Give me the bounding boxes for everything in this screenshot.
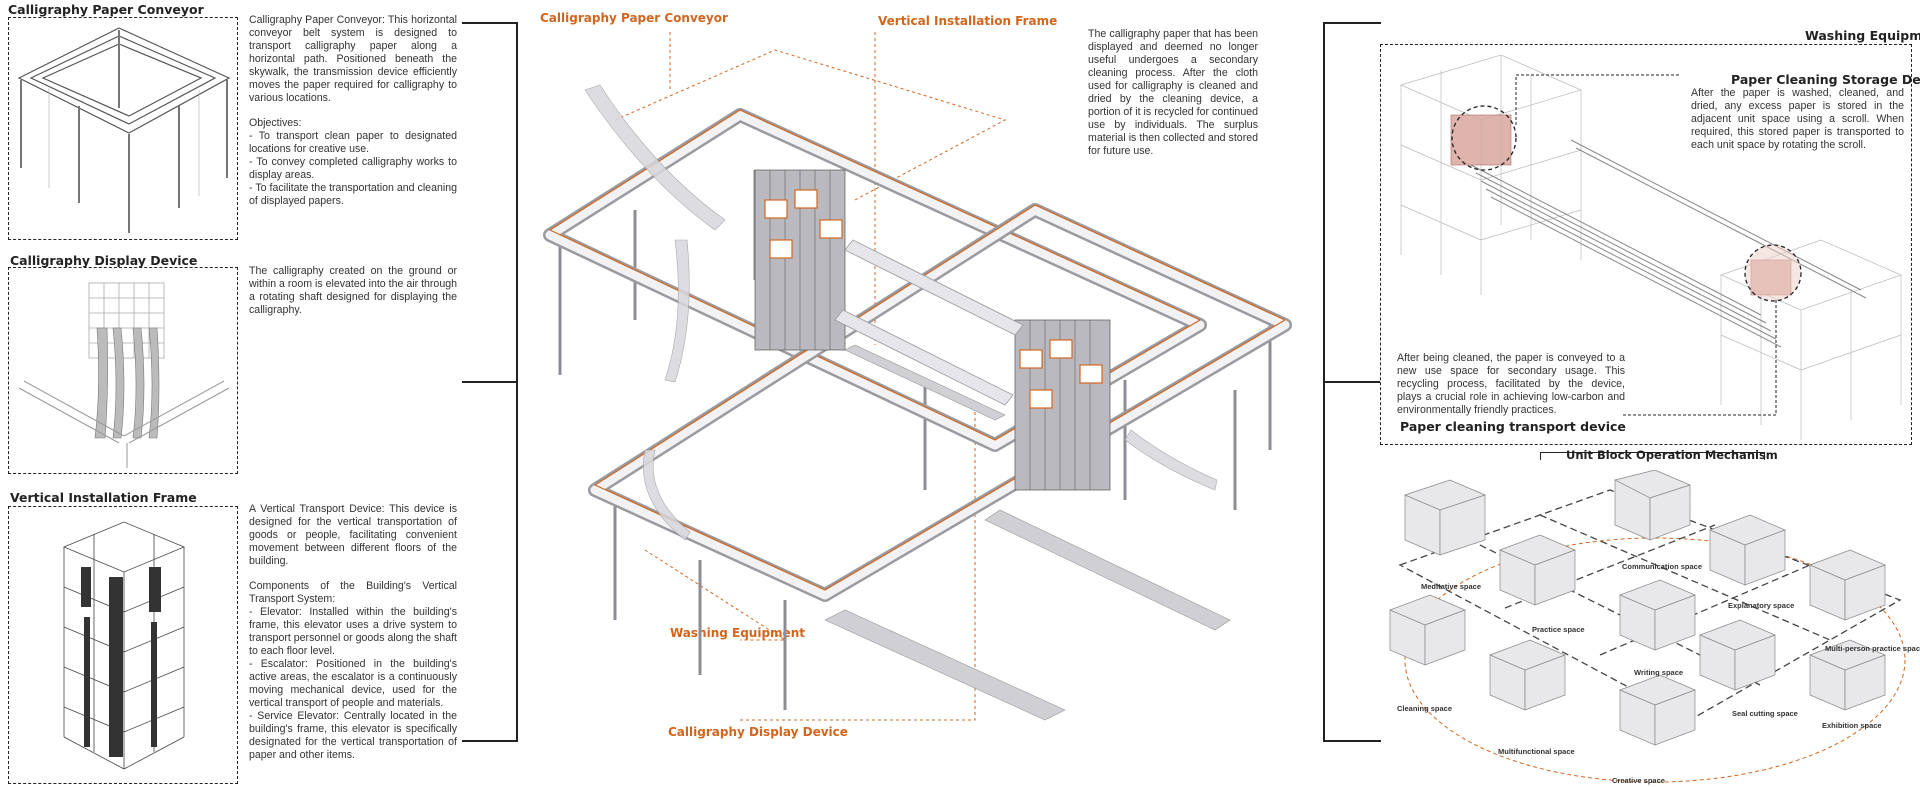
frame-title: Vertical Installation Frame <box>10 490 197 505</box>
display-title: Calligraphy Display Device <box>10 253 198 268</box>
space-label-creative: Creative space <box>1612 776 1665 785</box>
conveyor-text: Calligraphy Paper Conveyor: This horizon… <box>249 14 457 208</box>
display-illustration <box>18 282 230 468</box>
label-display: Calligraphy Display Device <box>668 725 848 739</box>
space-label-meditative: Meditative space <box>1421 582 1482 591</box>
display-description: The calligraphy created on the ground or… <box>249 265 457 316</box>
objective-item: - To convey completed calligraphy works … <box>249 156 457 181</box>
display-image-box <box>8 267 238 474</box>
washing-title: Washing Equipment <box>1805 28 1920 43</box>
unit-block-diagram <box>1380 470 1915 785</box>
objectives-heading: Objectives: <box>249 117 302 129</box>
space-label-practice: Practice space <box>1532 625 1585 634</box>
transport-text: After being cleaned, the paper is convey… <box>1397 352 1625 416</box>
unit-block-arrow-bar <box>1540 452 1765 460</box>
component-item: - Elevator: Installed within the buildin… <box>249 606 457 657</box>
frame-description: A Vertical Transport Device: This device… <box>249 503 457 567</box>
space-label-multi-person: Multi-person practice space <box>1825 644 1920 653</box>
conveyor-description: Calligraphy Paper Conveyor: This horizon… <box>249 14 457 104</box>
unit-block-title: Unit Block Operation Mechanism <box>1566 448 1778 462</box>
space-label-seal-cutting: Seal cutting space <box>1732 709 1798 718</box>
main-axonometric-drawing <box>543 32 1292 721</box>
space-label-exhibition: Exhibition space <box>1822 721 1882 730</box>
frame-text: A Vertical Transport Device: This device… <box>249 503 457 762</box>
washing-illustration <box>1399 54 1902 440</box>
space-label-cleaning: Cleaning space <box>1397 704 1453 713</box>
space-label-explanatory: Explanatory space <box>1728 601 1795 610</box>
frame-image-box <box>8 506 238 784</box>
right-bracket-tick <box>1323 381 1381 383</box>
component-item: - Service Elevator: Centrally located in… <box>249 710 457 761</box>
label-frame: Vertical Installation Frame <box>878 14 1058 28</box>
space-label-communication: Communication space <box>1622 562 1703 571</box>
objective-item: - To facilitate the transportation and c… <box>249 182 457 207</box>
conveyor-title: Calligraphy Paper Conveyor <box>8 2 204 17</box>
unit-block-drawing <box>1389 470 1906 783</box>
space-label-writing: Writing space <box>1634 668 1684 677</box>
storage-title: Paper Cleaning Storage Device <box>1731 72 1920 87</box>
display-text: The calligraphy created on the ground or… <box>249 265 457 329</box>
space-label-multifunctional: Multifunctional space <box>1498 747 1575 756</box>
conveyor-illustration <box>17 27 231 233</box>
frame-illustration <box>62 521 186 770</box>
transport-title: Paper cleaning transport device <box>1400 419 1626 434</box>
label-washing: Washing Equipment <box>670 626 805 640</box>
objective-item: - To transport clean paper to designated… <box>249 130 457 155</box>
left-bracket-tick <box>462 381 518 383</box>
conveyor-image-box <box>8 17 238 240</box>
component-item: - Escalator: Positioned in the building'… <box>249 658 457 709</box>
main-axonometric <box>525 20 1315 780</box>
storage-text: After the paper is washed, cleaned, and … <box>1691 87 1904 151</box>
center-intro-text: The calligraphy paper that has been disp… <box>1088 28 1258 157</box>
washing-box <box>1380 44 1912 445</box>
label-conveyor: Calligraphy Paper Conveyor <box>540 11 728 25</box>
components-heading: Components of the Building's Vertical Tr… <box>249 580 457 605</box>
